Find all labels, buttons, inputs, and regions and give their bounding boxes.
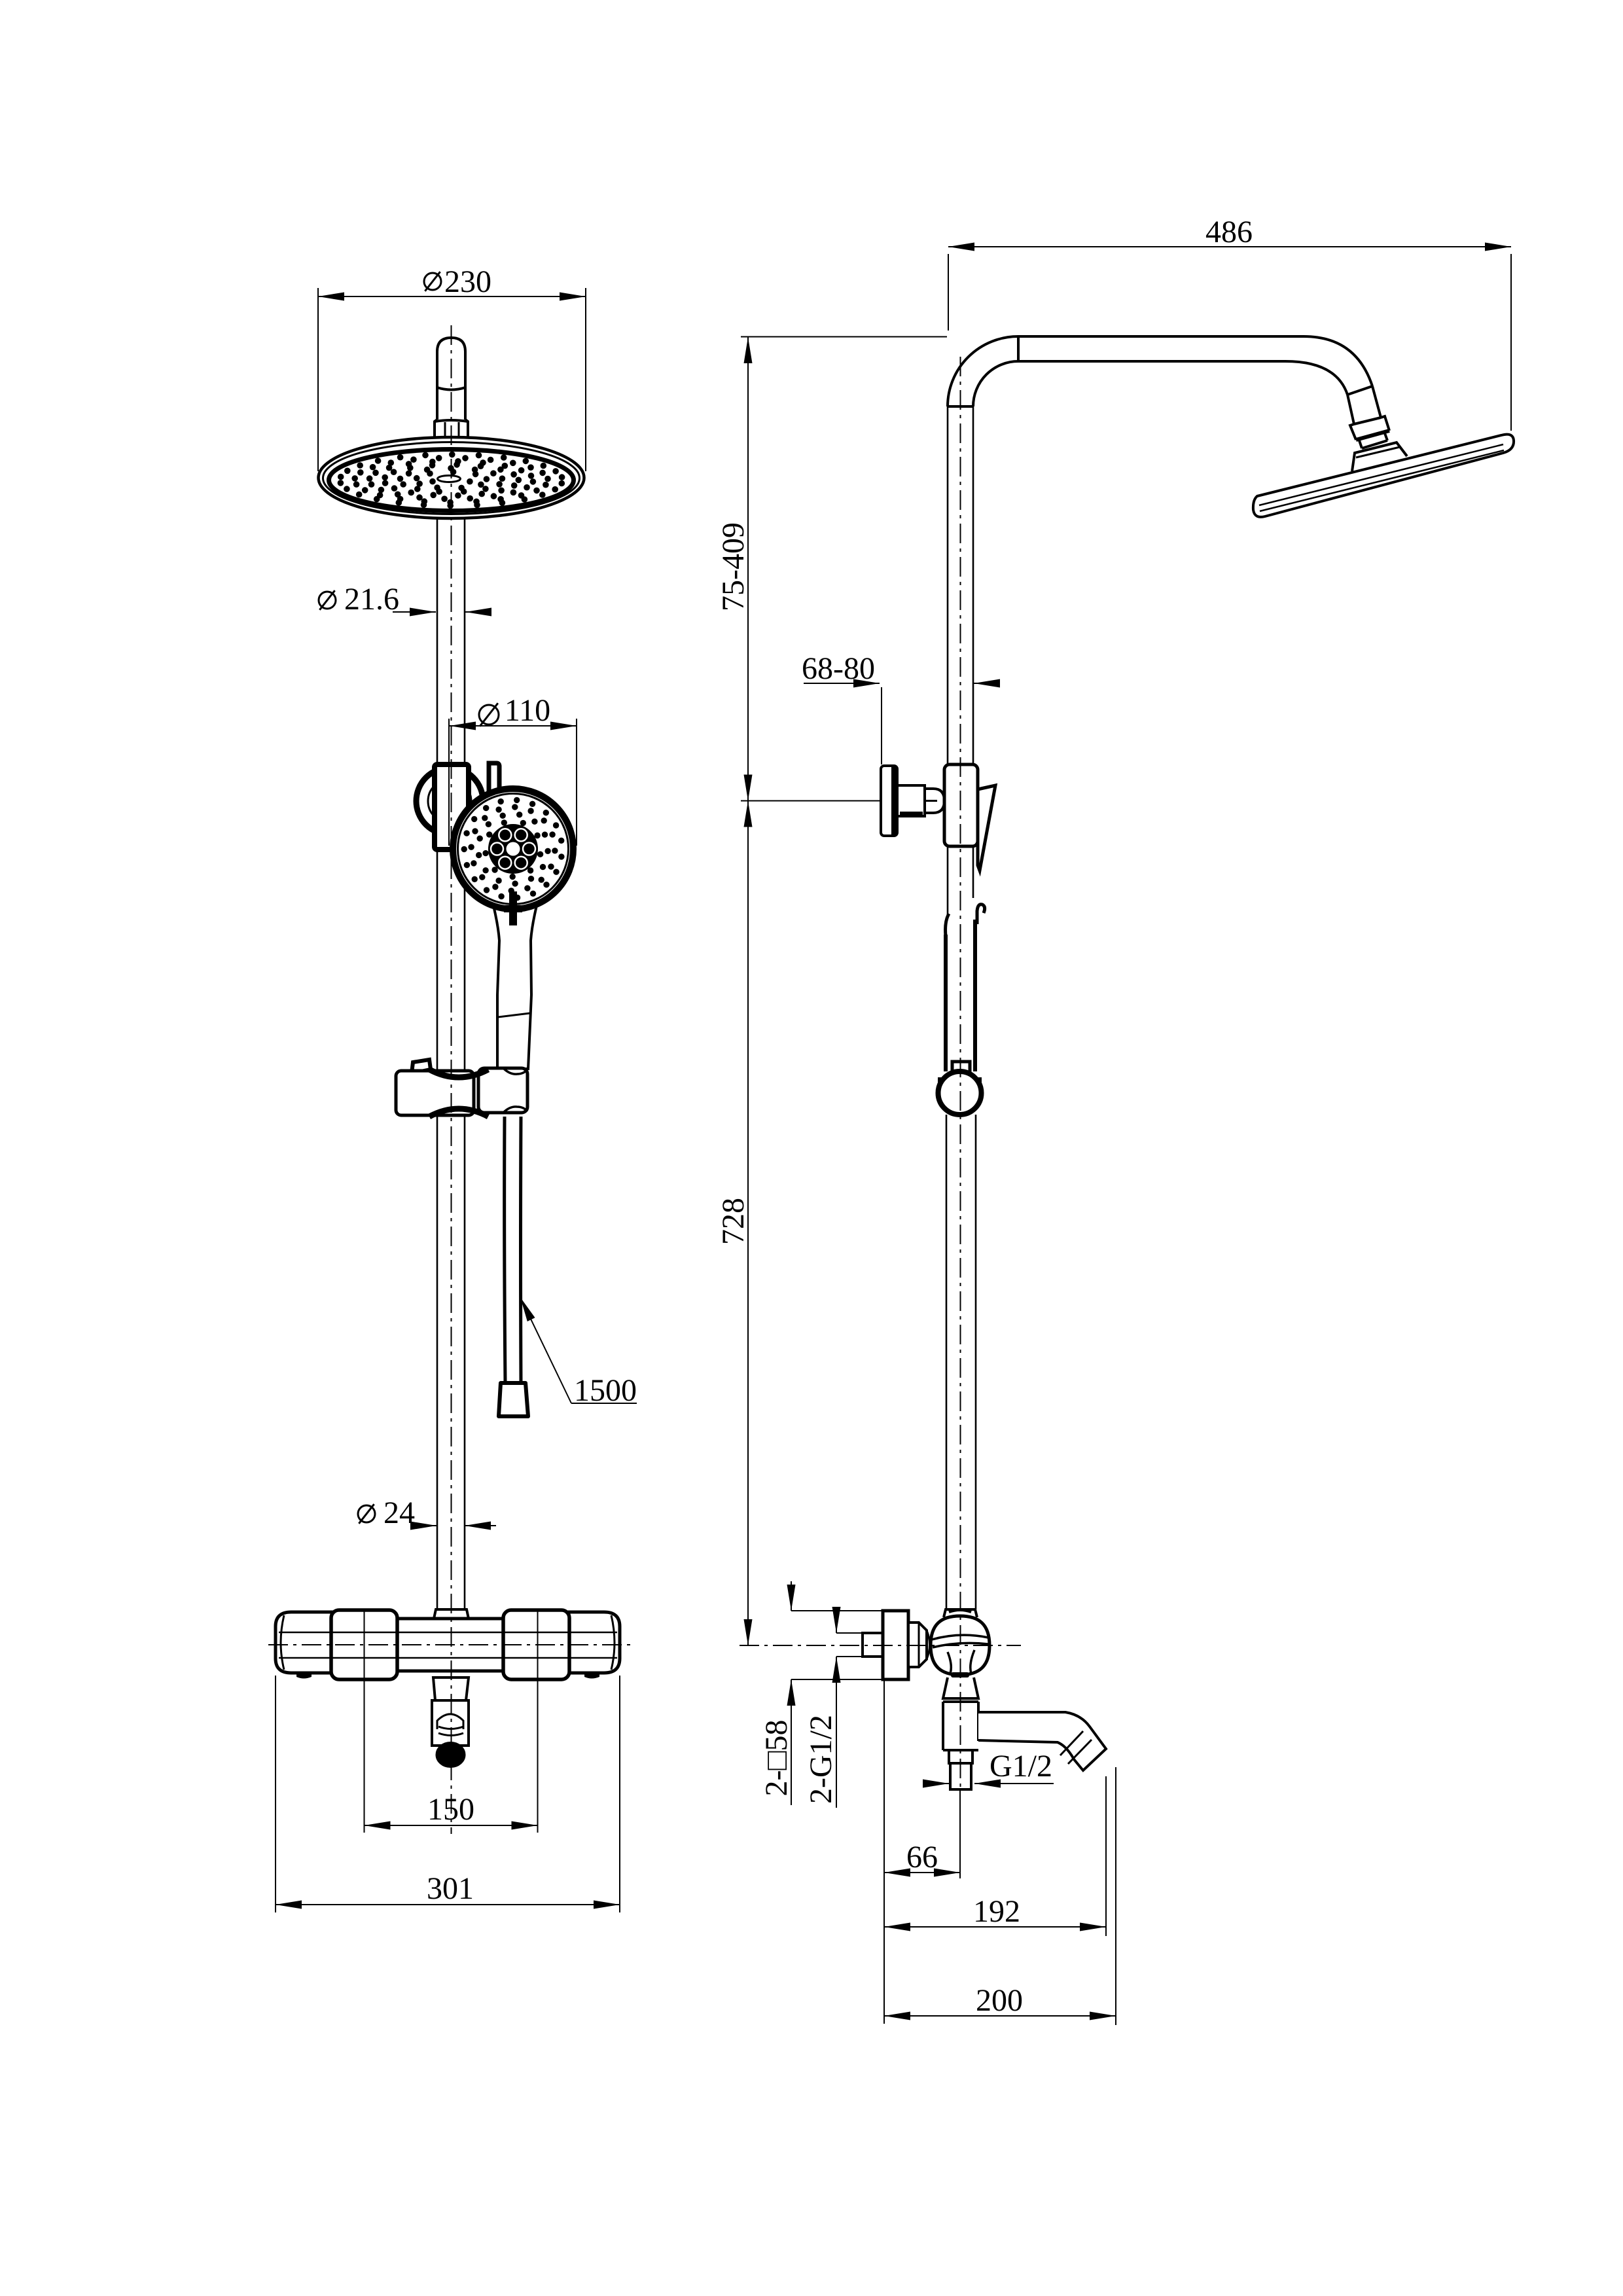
svg-text:75-409: 75-409 — [716, 522, 751, 611]
svg-text:486: 486 — [1205, 215, 1253, 249]
svg-text:728: 728 — [716, 1198, 751, 1245]
svg-text:2-G1/2: 2-G1/2 — [804, 1715, 838, 1804]
svg-text:68-80: 68-80 — [802, 651, 875, 686]
svg-text:2-□58: 2-□58 — [759, 1720, 794, 1797]
svg-text:G1/2: G1/2 — [990, 1749, 1052, 1784]
svg-text:24: 24 — [383, 1496, 415, 1530]
svg-text:66: 66 — [906, 1840, 938, 1874]
svg-text:200: 200 — [976, 1983, 1023, 2018]
svg-text:1500: 1500 — [574, 1373, 637, 1408]
svg-text:110: 110 — [505, 693, 550, 728]
svg-text:301: 301 — [427, 1871, 474, 1906]
svg-text:230: 230 — [444, 264, 491, 299]
svg-text:192: 192 — [973, 1894, 1020, 1929]
svg-text:21.6: 21.6 — [344, 582, 399, 617]
